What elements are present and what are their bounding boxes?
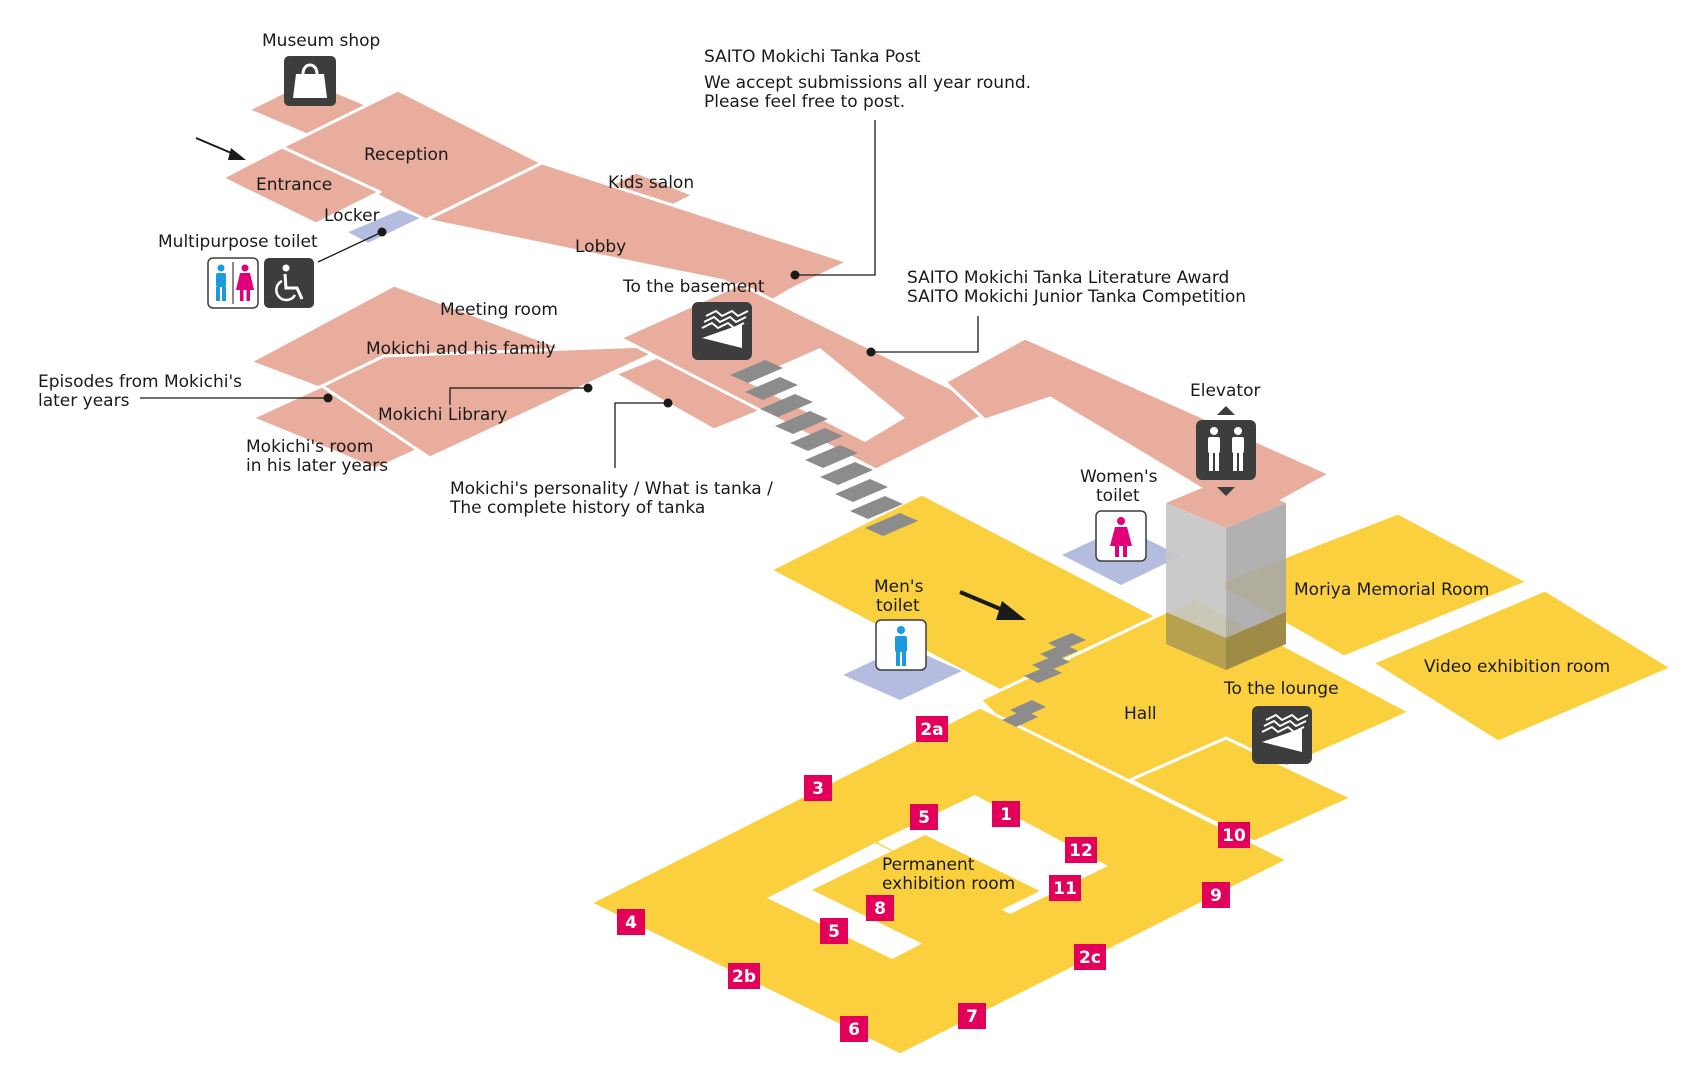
marker-9[interactable]: 9 — [1202, 882, 1230, 908]
locker-pad — [343, 207, 425, 246]
marker-7[interactable]: 7 — [958, 1003, 986, 1029]
exhibit-markers: 1 2a 2b 2c 3 4 5 5 6 7 8 9 10 11 12 — [617, 716, 1250, 1042]
label-episodes-2: later years — [38, 391, 130, 411]
marker-3[interactable]: 3 — [804, 775, 832, 801]
video-room-area — [1370, 588, 1674, 744]
marker-5-lower[interactable]: 5 — [820, 918, 848, 944]
label-multipurpose-toilet: Multipurpose toilet — [158, 232, 318, 252]
label-mens-toilet-1: Men's — [874, 577, 924, 597]
label-moriya: Moriya Memorial Room — [1294, 580, 1489, 600]
womens-toilet-icon — [1095, 510, 1147, 562]
svg-text:1: 1 — [1000, 805, 1012, 825]
marker-2a[interactable]: 2a — [916, 716, 948, 742]
entrance-area — [220, 145, 382, 226]
label-episodes-1: Episodes from Mokichi's — [38, 372, 242, 392]
label-to-lounge: To the lounge — [1223, 679, 1339, 699]
svg-text:9: 9 — [1210, 886, 1222, 906]
stairs-icon — [692, 302, 752, 360]
label-mokichi-library: Mokichi Library — [378, 405, 507, 425]
svg-text:6: 6 — [848, 1020, 860, 1040]
svg-text:4: 4 — [625, 913, 637, 933]
moriya-area — [1213, 511, 1530, 659]
svg-text:5: 5 — [828, 922, 840, 942]
label-museum-shop: Museum shop — [262, 31, 380, 51]
svg-text:12: 12 — [1069, 841, 1093, 861]
label-mokichi-room-1: Mokichi's room — [246, 437, 373, 457]
svg-text:2c: 2c — [1079, 948, 1101, 968]
label-locker: Locker — [324, 206, 380, 226]
shopping-bag-icon — [284, 56, 336, 106]
svg-text:3: 3 — [812, 779, 824, 799]
entrance-arrow-icon — [195, 137, 246, 160]
label-mokichi-family: Mokichi and his family — [366, 339, 556, 359]
staircase — [730, 360, 1086, 727]
mens-toilet-icon — [875, 619, 927, 671]
wheelchair-icon — [264, 258, 314, 308]
marker-2c[interactable]: 2c — [1074, 944, 1106, 970]
label-womens-toilet-2: toilet — [1096, 486, 1140, 506]
mens-toilet-pad — [843, 646, 962, 700]
leader-dots — [323, 227, 876, 408]
label-lobby: Lobby — [575, 237, 626, 257]
svg-text:11: 11 — [1053, 879, 1077, 899]
marker-4[interactable]: 4 — [617, 909, 645, 935]
leader-lines — [140, 120, 979, 468]
label-mokichi-room-2: in his later years — [246, 456, 388, 476]
label-permanent-1: Permanent — [882, 855, 975, 875]
marker-10[interactable]: 10 — [1218, 822, 1250, 848]
label-permanent-2: exhibition room — [882, 874, 1015, 894]
label-personality-1: Mokichi's personality / What is tanka / — [450, 479, 773, 499]
label-award-1: SAITO Mokichi Tanka Literature Award — [907, 268, 1229, 288]
label-post-line1: We accept submissions all year round. — [704, 73, 1031, 93]
marker-8[interactable]: 8 — [866, 895, 894, 921]
lobby-area — [424, 161, 850, 304]
svg-text:2b: 2b — [732, 967, 756, 987]
svg-text:2a: 2a — [920, 720, 943, 740]
multipurpose-toilet-icon — [207, 257, 259, 309]
map-labels: Museum shop Reception Entrance Locker Mu… — [38, 31, 1610, 894]
label-womens-toilet-1: Women's — [1080, 467, 1158, 487]
courtyard-cutout — [745, 348, 905, 442]
svg-text:7: 7 — [966, 1007, 978, 1027]
marker-12[interactable]: 12 — [1065, 837, 1097, 863]
marker-11[interactable]: 11 — [1049, 875, 1081, 901]
elevator-shaft — [1166, 478, 1286, 670]
direction-arrow-icon — [959, 590, 1026, 620]
elevator-icon — [1196, 406, 1256, 496]
marker-2b[interactable]: 2b — [728, 963, 760, 989]
label-kids-salon: Kids salon — [608, 173, 694, 193]
svg-text:10: 10 — [1222, 826, 1246, 846]
label-personality-2: The complete history of tanka — [449, 498, 705, 518]
label-reception: Reception — [364, 145, 449, 165]
svg-text:8: 8 — [874, 899, 886, 919]
label-elevator: Elevator — [1190, 381, 1260, 401]
label-mens-toilet-2: toilet — [876, 596, 920, 616]
label-award-2: SAITO Mokichi Junior Tanka Competition — [907, 287, 1246, 307]
label-hall: Hall — [1124, 704, 1157, 724]
label-entrance: Entrance — [256, 175, 332, 195]
marker-6[interactable]: 6 — [840, 1016, 868, 1042]
label-video-room: Video exhibition room — [1424, 657, 1610, 677]
label-to-basement: To the basement — [622, 277, 765, 297]
stairs-icon — [1252, 706, 1312, 764]
label-post-title: SAITO Mokichi Tanka Post — [704, 47, 921, 67]
label-meeting-room: Meeting room — [440, 300, 558, 320]
label-post-line2: Please feel free to post. — [704, 92, 905, 112]
marker-5-upper[interactable]: 5 — [910, 804, 938, 830]
permanent-exhibition-core — [812, 835, 1040, 946]
marker-1[interactable]: 1 — [992, 801, 1020, 827]
svg-text:5: 5 — [918, 808, 930, 828]
